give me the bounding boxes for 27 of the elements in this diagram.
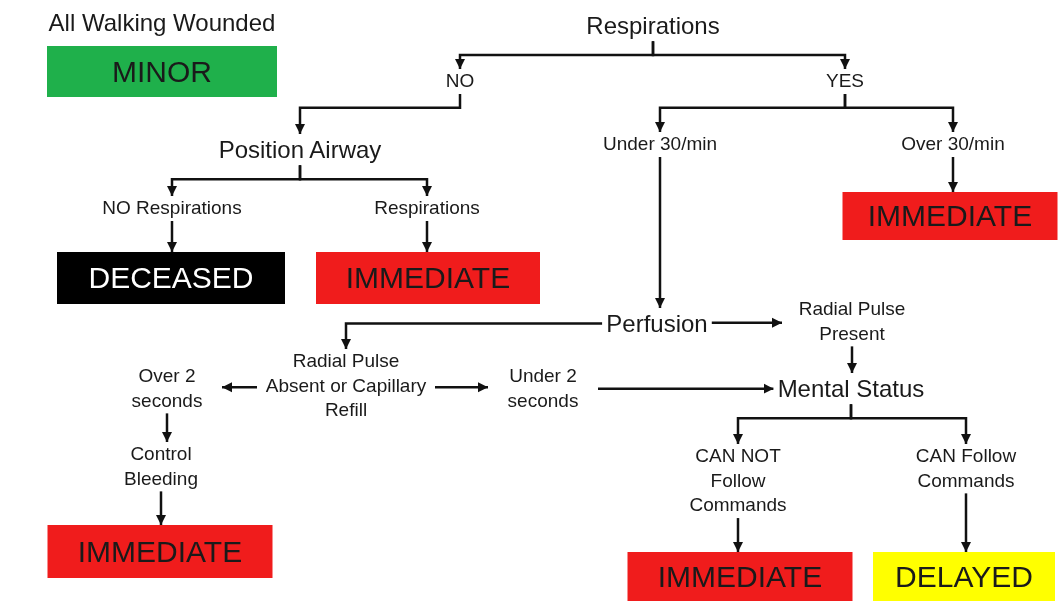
caption-text: All Walking Wounded: [48, 8, 276, 38]
arrow: [222, 382, 257, 393]
category-box: DECEASED: [57, 252, 285, 304]
arrow: [167, 220, 177, 252]
arrow: [156, 491, 166, 525]
category-box: DELAYED: [873, 552, 1055, 601]
arrow: [847, 346, 857, 373]
arrow: [651, 41, 850, 69]
arrow: [948, 156, 958, 192]
arrow: [422, 220, 432, 252]
category-box: MINOR: [47, 46, 277, 97]
arrow: [298, 165, 432, 196]
arrow: [598, 383, 774, 394]
category-box: IMMEDIATE: [47, 525, 273, 578]
arrow: [849, 404, 971, 444]
arrow: [341, 322, 603, 349]
arrow: [961, 493, 971, 552]
arrow: [711, 317, 782, 328]
category-box: IMMEDIATE: [627, 552, 853, 601]
arrow: [162, 413, 172, 442]
arrow: [843, 93, 958, 132]
category-box: IMMEDIATE: [316, 252, 540, 304]
arrow: [733, 518, 743, 552]
category-box: IMMEDIATE: [842, 192, 1058, 240]
arrow: [295, 93, 462, 134]
arrow: [435, 382, 488, 393]
arrow: [655, 156, 665, 308]
